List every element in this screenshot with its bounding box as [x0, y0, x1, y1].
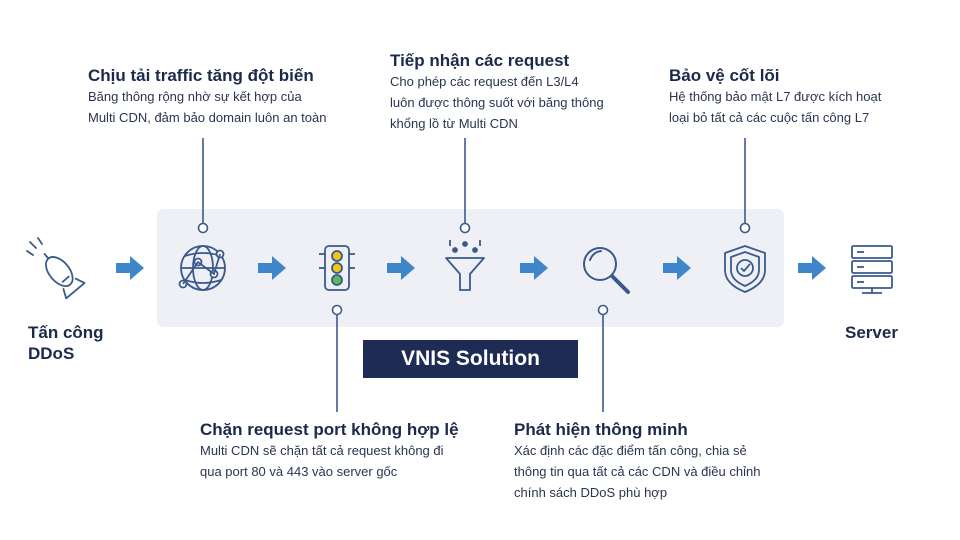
shield-check-icon: [724, 245, 766, 293]
connector-dot-request: [459, 222, 471, 234]
callout-desc-request: Cho phép các request đến L3/L4 luôn được…: [390, 74, 604, 131]
flow-arrow-6: [798, 256, 826, 280]
globe-network-icon: [178, 245, 226, 291]
callout-title-port: Chặn request port không hợp lệ: [200, 420, 459, 439]
connector-dot-traffic: [197, 222, 209, 234]
flow-arrow-1: [116, 256, 144, 280]
bomb-icon: [26, 237, 86, 300]
callout-title-protect: Bảo vệ cốt lõi: [669, 66, 780, 85]
server-icon: [851, 245, 893, 294]
flow-arrow-2: [258, 256, 286, 280]
connector-dot-detect: [597, 304, 609, 316]
ddos-attack-label: Tấn công DDoS: [28, 323, 104, 363]
funnel-icon: [445, 240, 485, 291]
callout-desc-protect: Hệ thống bảo mật L7 được kích hoạt loại …: [669, 89, 882, 125]
callout-desc-port: Multi CDN sẽ chặn tất cả request không đ…: [200, 443, 444, 479]
callout-desc-detect: Xác định các đặc điểm tấn công, chia sẻ …: [514, 443, 761, 500]
server-label: Server: [845, 323, 898, 342]
traffic-light-icon: [319, 245, 355, 291]
flow-arrow-3: [387, 256, 415, 280]
callout-title-request: Tiếp nhận các request: [390, 51, 570, 70]
callout-title-traffic: Chịu tải traffic tăng đột biến: [88, 66, 314, 85]
callout-desc-traffic: Băng thông rộng nhờ sự kết hợp của Multi…: [88, 89, 327, 125]
flow-arrow-4: [520, 256, 548, 280]
callout-title-detect: Phát hiện thông minh: [514, 420, 688, 439]
flow-arrow-5: [663, 256, 691, 280]
magnifier-icon: [583, 247, 630, 294]
vnis-solution-banner: VNIS Solution: [363, 340, 578, 378]
connector-dot-port: [331, 304, 343, 316]
connector-dot-protect: [739, 222, 751, 234]
